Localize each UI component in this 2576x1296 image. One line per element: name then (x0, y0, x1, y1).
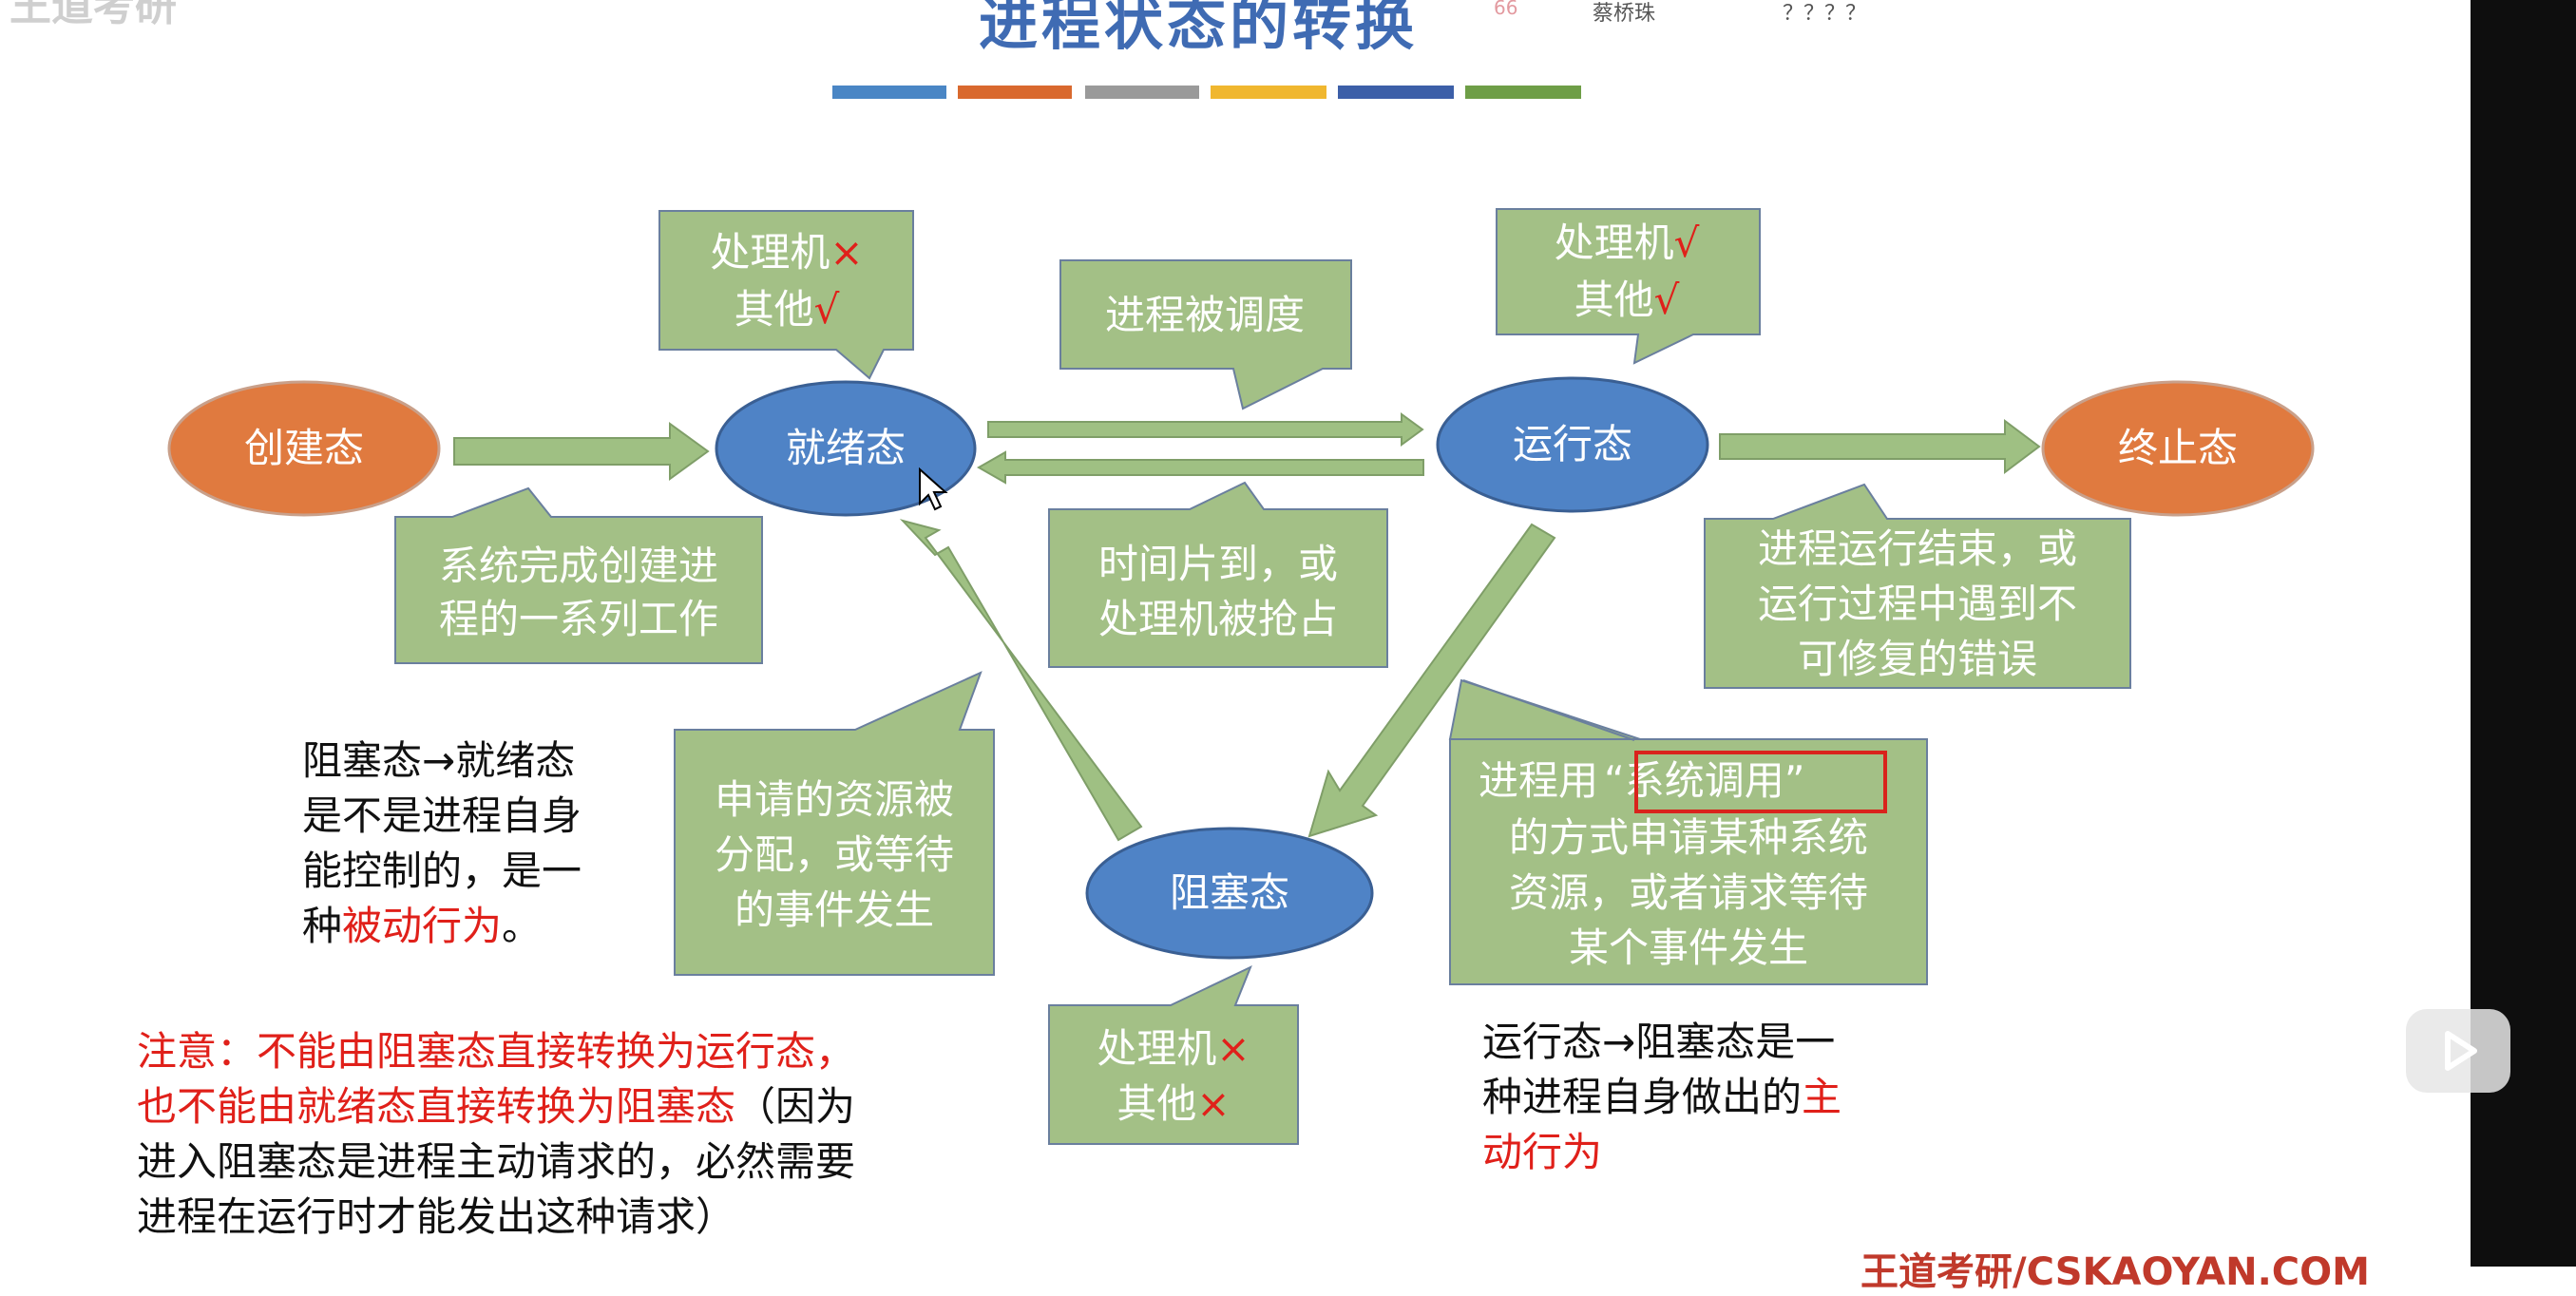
running-resources-label1: 处理机 (1555, 219, 1674, 266)
ready-resources-label1: 处理机 (710, 229, 830, 276)
timeslice-line1: 时间片到，或 (1098, 541, 1338, 587)
note-left-line1: 阻塞态→就绪态 (302, 737, 576, 784)
timeslice-line2: 处理机被抢占 (1098, 596, 1338, 642)
header-tag-3: ？？？？ (1783, 2, 1867, 26)
ready-resources-label2: 其他 (735, 286, 814, 333)
title-bar-1 (832, 86, 946, 99)
blocked-resources-line1: 处理机× (1097, 1025, 1250, 1072)
arrow-running-to-terminated (1719, 419, 2041, 474)
resource-assigned-line1: 申请的资源被 (715, 776, 954, 823)
warning-line2-red: 也不能由就绪态直接转换为阻塞态 (137, 1083, 736, 1130)
state-terminated-shape (2041, 380, 2315, 517)
syscall-highlight: “系统调用” (1604, 757, 1805, 804)
title-bar-2 (958, 86, 1072, 99)
state-running-shape (1436, 376, 1709, 513)
title-bar-5 (1338, 86, 1454, 99)
note-left-line4-red: 被动行为 (342, 903, 503, 949)
note-running-to-blocked: 运行态→阻塞态是一 种进程自身做出的主 动行为 (1482, 1015, 1841, 1180)
syscall-line1: 进程用“系统调用” (1479, 757, 1805, 804)
warning-note: 注意：不能由阻塞态直接转换为运行态， 也不能由就绪态直接转换为阻塞态（因为 进入… (137, 1024, 855, 1245)
ready-resources-mark1: × (830, 229, 863, 276)
callout-blocked-resources (1048, 964, 1299, 1145)
blocked-resources-line2: 其他× (1116, 1080, 1230, 1127)
syscall-line2: 的方式申请某种系统 (1509, 814, 1868, 861)
syscall-highlight-frame (1634, 751, 1887, 813)
note-left-line4-suffix: 。 (502, 903, 543, 949)
create-done-line2: 程的一系列工作 (439, 596, 718, 642)
warning-line3: 进入阻塞态是进程主动请求的，必然需要 (137, 1138, 856, 1185)
state-ready-shape (715, 380, 977, 517)
terminate-line1: 进程运行结束，或 (1758, 525, 2077, 572)
running-resources-mark2: √ (1654, 276, 1680, 323)
ready-resources-mark2: √ (814, 286, 840, 333)
blocked-resources-mark2: × (1196, 1080, 1230, 1127)
play-button[interactable] (2406, 1009, 2510, 1093)
callout-ready-resources (658, 210, 914, 380)
terminate-line2: 运行过程中遇到不 (1758, 581, 2077, 627)
warning-line2-suffix: （因为 (735, 1083, 856, 1130)
title-bar-3 (1085, 86, 1199, 99)
callout-syscall (1448, 678, 1928, 985)
callout-scheduled (1059, 259, 1352, 410)
callout-running-resources (1496, 208, 1761, 365)
warning-line1: 注意：不能由阻塞态直接转换为运行态， (137, 1028, 856, 1075)
blocked-resources-label2: 其他 (1116, 1080, 1196, 1127)
note-right-line3: 动行为 (1482, 1129, 1603, 1175)
note-left-line4: 种被动行为。 (302, 899, 582, 954)
warning-line4: 进程在运行时才能发出这种请求） (137, 1193, 736, 1240)
running-resources-line2: 其他√ (1574, 276, 1680, 323)
note-right-line2: 种进程自身做出的主 (1482, 1070, 1841, 1125)
note-left-line4-prefix: 种 (302, 903, 343, 949)
note-left-line3: 能控制的，是一 (302, 848, 582, 894)
running-resources-line1: 处理机√ (1555, 219, 1700, 266)
note-right-line2-red: 主 (1802, 1074, 1842, 1120)
state-terminated-label: 终止态 (2118, 425, 2238, 471)
arrow-running-to-ready (976, 450, 1424, 485)
state-created-shape (167, 380, 441, 517)
ready-resources-line1: 处理机× (710, 229, 863, 276)
footer-watermark: 王道考研/CSKAOYAN.COM (1860, 1250, 2370, 1294)
title-bar-4 (1211, 86, 1326, 99)
arrow-running-to-blocked (1307, 523, 1556, 838)
title-underline-bars (832, 86, 1583, 99)
note-blocked-to-ready: 阻塞态→就绪态 是不是进程自身 能控制的，是一 种被动行为。 (302, 734, 582, 954)
warning-line2: 也不能由就绪态直接转换为阻塞态（因为 (137, 1079, 855, 1134)
faded-logo: 王道考研 (10, 0, 177, 30)
state-created-label: 创建态 (244, 425, 364, 471)
scheduled-text: 进程被调度 (1105, 292, 1305, 338)
callout-resource-assigned (674, 671, 995, 976)
terminate-line3: 可修复的错误 (1798, 636, 2037, 682)
header-tag-1: 66 (1494, 0, 1518, 19)
arrow-ready-to-running (987, 412, 1424, 447)
callout-terminate (1704, 483, 2131, 689)
syscall-prefix: 进程用 (1479, 757, 1598, 804)
callout-create-done (394, 486, 763, 664)
ready-resources-line2: 其他√ (735, 286, 840, 333)
create-done-line1: 系统完成创建进 (439, 543, 718, 589)
state-ready-label: 就绪态 (786, 425, 906, 471)
arrow-blocked-to-ready (899, 519, 1143, 842)
note-right-line2-prefix: 种进程自身做出的 (1482, 1074, 1803, 1120)
process-state-diagram: 创建态 就绪态 运行态 终止态 阻塞态 处理机× 其他√ 处理机√ 其他√ 进程… (167, 208, 2315, 1145)
mouse-cursor-icon (919, 467, 948, 511)
play-icon (2445, 1031, 2477, 1071)
running-resources-mark1: √ (1674, 219, 1700, 266)
page-title: 进程状态的转换 (979, 0, 1419, 58)
note-left-line2: 是不是进程自身 (302, 792, 582, 839)
blocked-resources-mark1: × (1216, 1025, 1250, 1072)
resource-assigned-line3: 的事件发生 (735, 886, 934, 933)
title-bar-6 (1465, 86, 1581, 99)
running-resources-label2: 其他 (1574, 276, 1654, 323)
header-tag-2: 蔡桥珠 (1593, 2, 1656, 26)
state-blocked-label: 阻塞态 (1170, 869, 1289, 916)
note-right-line1: 运行态→阻塞态是一 (1482, 1019, 1836, 1065)
state-running-label: 运行态 (1513, 421, 1632, 467)
syscall-line3: 资源，或者请求等待 (1509, 869, 1868, 916)
blocked-resources-label1: 处理机 (1097, 1025, 1216, 1072)
state-blocked-shape (1085, 827, 1374, 960)
arrow-created-to-ready (453, 422, 710, 481)
callout-timeslice (1048, 481, 1388, 668)
resource-assigned-line2: 分配，或等待 (715, 831, 954, 878)
syscall-line4: 某个事件发生 (1569, 924, 1808, 971)
